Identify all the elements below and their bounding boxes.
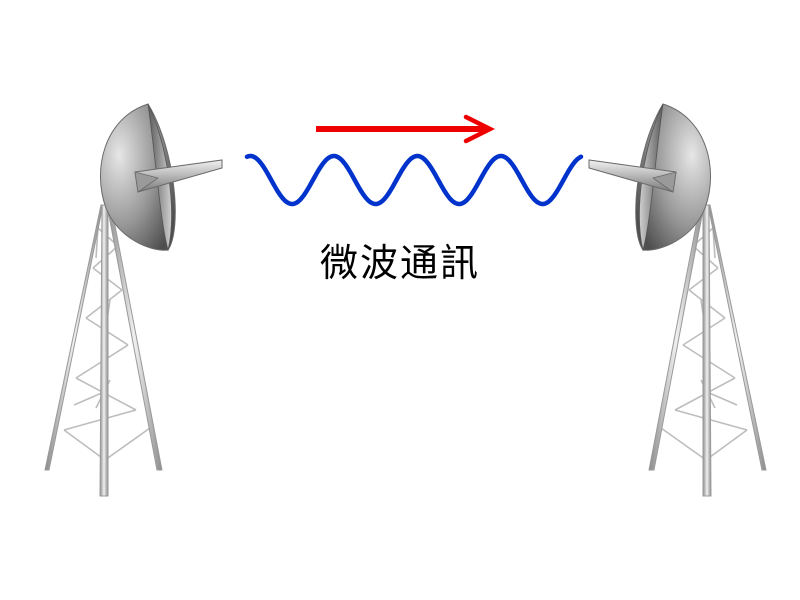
diagram-caption: 微波通訊 xyxy=(319,241,480,285)
left-antenna-tower xyxy=(44,103,223,497)
right-antenna-tower xyxy=(588,103,767,497)
right-dish-icon xyxy=(588,103,712,251)
arrow-right-icon xyxy=(316,114,496,144)
sine-wave-icon xyxy=(244,153,584,207)
left-dish-icon xyxy=(99,103,223,251)
left-tower-frame xyxy=(44,204,163,497)
